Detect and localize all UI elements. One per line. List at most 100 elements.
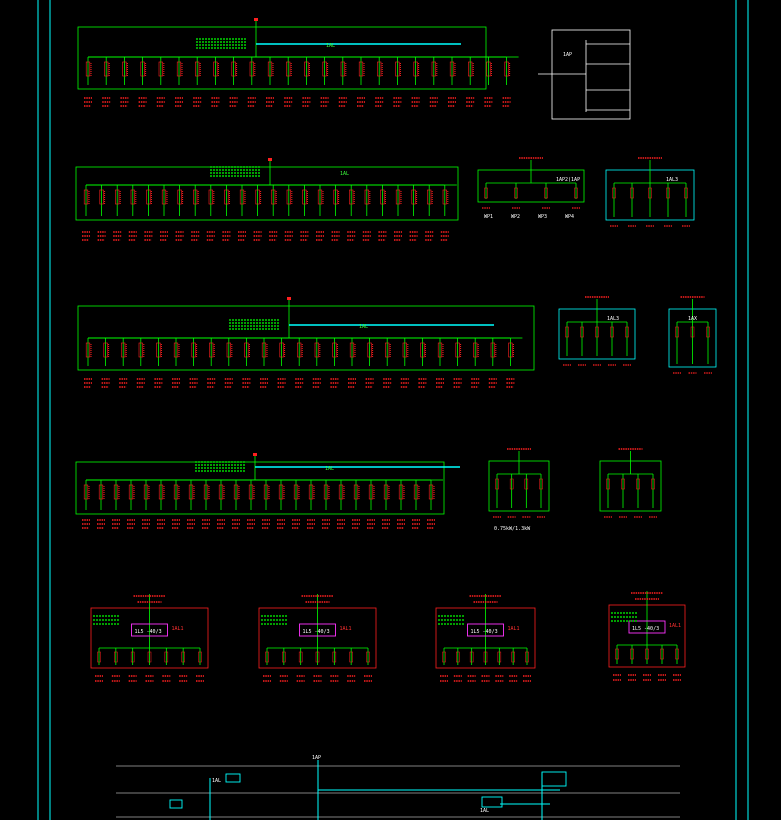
breaker-symbol (195, 61, 200, 77)
breaker-symbol (85, 342, 91, 358)
breaker-symbol (383, 484, 389, 500)
breaker-symbol (293, 484, 299, 500)
breaker-symbol (103, 342, 108, 358)
main-panel-1: 1AL (77, 18, 519, 107)
breaker-symbol (468, 61, 473, 77)
breaker-symbol (490, 342, 495, 358)
breaker-symbol (431, 61, 436, 77)
breaker-symbol (263, 484, 269, 500)
breaker-symbol (233, 484, 239, 500)
breaker-symbol (322, 61, 327, 77)
red-box-breaker (630, 648, 634, 660)
breaker-circuit (238, 185, 246, 241)
rating-box (628, 620, 666, 634)
main-panel-2: 1AL (75, 158, 459, 241)
red-box-breaker (511, 651, 515, 663)
breaker-symbol (203, 484, 209, 500)
sub-breaker (621, 478, 625, 490)
breaker-symbol (177, 189, 182, 205)
ap-label: 1AP (563, 52, 572, 58)
sub-panel-name: 1AP2(1AP (556, 177, 580, 183)
breaker-symbol (143, 484, 149, 500)
breaker-symbol (338, 484, 344, 500)
breaker-circuit (277, 480, 285, 529)
sub-breaker (651, 478, 655, 490)
breaker-circuit (448, 57, 456, 107)
breaker-symbol (279, 342, 284, 358)
red-box-breaker (181, 651, 185, 663)
breaker-circuit (224, 338, 233, 388)
breaker-symbol (317, 189, 323, 205)
breaker-symbol (176, 61, 182, 77)
breaker-symbol (380, 189, 385, 205)
red-box-breaker (366, 651, 370, 663)
breaker-circuit (157, 480, 165, 529)
sub-breaker (574, 187, 578, 199)
panel-outline (75, 461, 445, 515)
red-box-breaker (97, 651, 101, 663)
red-box-breaker (198, 651, 202, 663)
breaker-symbol (340, 61, 345, 77)
red-box-breaker (456, 651, 460, 663)
breaker-circuit (488, 338, 497, 388)
breaker-symbol (413, 484, 419, 500)
breaker-circuit (357, 57, 365, 107)
breaker-circuit (436, 338, 444, 388)
breaker-symbol (191, 342, 196, 358)
breaker-circuit (375, 57, 384, 107)
breaker-circuit (284, 57, 293, 107)
sub-breaker (625, 326, 629, 338)
breaker-circuit (84, 338, 92, 388)
breaker-circuit (82, 480, 90, 529)
sub-panel-1ap2: 1AP2(1AP (477, 157, 585, 209)
breaker-circuit (378, 185, 387, 241)
breaker-symbol (213, 61, 218, 77)
rating-label: 0.75kW/1.3kW (494, 526, 531, 532)
sub-breaker (514, 187, 518, 199)
breaker-circuit (412, 480, 420, 529)
breaker-circuit (300, 185, 309, 241)
breaker-symbol (358, 61, 364, 77)
sub-breaker (666, 187, 670, 199)
red-box-breaker (164, 651, 169, 663)
ap-schematic-box: 1AP (538, 29, 631, 120)
breaker-circuit (400, 338, 409, 388)
box-b (169, 799, 183, 809)
breaker-circuit (362, 185, 371, 241)
breaker-symbol (486, 61, 491, 77)
panel-name: 1AL (359, 324, 368, 330)
breaker-circuit (427, 480, 435, 529)
breaker-symbol (239, 189, 245, 205)
breaker-symbol (308, 484, 314, 500)
rating-box (131, 623, 168, 637)
breaker-circuit (312, 338, 321, 388)
sub-panel-1ax: 1AX (668, 296, 717, 374)
breaker-circuit (120, 57, 129, 107)
breaker-symbol (261, 342, 267, 358)
breaker-circuit (331, 185, 340, 241)
red-box-name: 1AL1 (172, 626, 184, 632)
breaker-symbol (208, 189, 213, 205)
breaker-symbol (173, 484, 179, 500)
breaker-circuit (260, 338, 268, 388)
breaker-symbol (138, 342, 143, 358)
breaker-circuit (284, 185, 293, 241)
breaker-circuit (367, 480, 375, 529)
breaker-circuit (484, 57, 493, 107)
breaker-symbol (377, 61, 382, 77)
breaker-circuit (302, 57, 311, 107)
breaker-symbol (367, 342, 372, 358)
breaker-symbol (455, 342, 460, 358)
breaker-circuit (409, 185, 418, 241)
breaker-symbol (427, 189, 432, 205)
rating-box (299, 623, 336, 637)
breaker-symbol (226, 342, 231, 358)
breaker-symbol (349, 342, 355, 358)
breaker-symbol (411, 189, 416, 205)
red-box-breaker (615, 648, 619, 660)
breaker-symbol (304, 61, 309, 77)
